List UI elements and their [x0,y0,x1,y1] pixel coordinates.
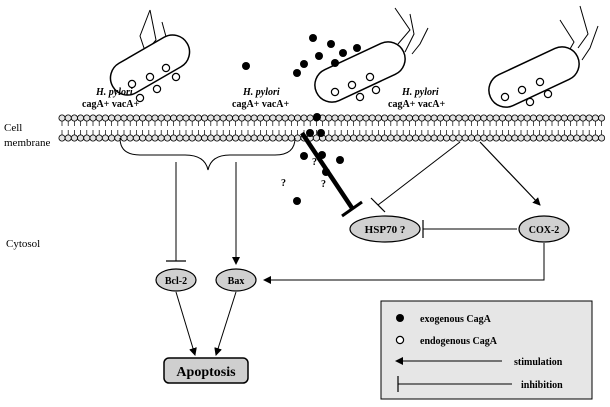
unknown-mark-3: ? [321,179,326,190]
unknown-mark-1: ? [312,157,317,168]
cox2-node-shape [518,215,570,243]
apoptosis-box [163,357,249,384]
bacterium-3-strain: cagA+ vacA+ [388,99,446,110]
bacterium-2-species: H. pylori [242,87,280,98]
unknown-mark-2: ? [281,178,286,189]
bax-to-apoptosis [214,291,237,356]
bacterium-2 [314,7,429,103]
cox2-node: COX-2 [518,215,570,243]
endogenous-marker-icon [395,335,405,345]
cell-membrane-bilayer [58,114,606,142]
membrane-bracket [119,137,296,171]
exogenous-caga-cluster [242,34,361,205]
cox2-label: COX-2 [529,225,560,236]
bacterium3-to-cox2-stimulation [479,141,541,206]
legend-inhibition-label: inhibition [521,380,563,391]
bcl2-to-apoptosis [175,291,197,356]
bacterium-3-species: H. pylori [401,87,439,98]
bax-label: Bax [228,276,245,287]
hsp70-node-shape [349,215,421,243]
bacterium-3 [488,5,599,108]
hsp70-label: HSP70 ? [365,224,406,236]
legend-endogenous-label: endogenous CagA [420,336,498,347]
legend: exogenous CagA endogenous CagA stimulati… [380,300,593,400]
bax-node: Bax [215,268,257,292]
cytosol-label: Cytosol [6,238,40,250]
bacterium-1-species: H. pylori [95,87,133,98]
apoptosis-node: Apoptosis [163,357,249,384]
membrane-label: membrane [4,137,51,149]
bcl2-label: Bcl-2 [165,276,187,287]
bacterium3-to-hsp70-inhibition [377,141,461,206]
legend-box [380,300,593,400]
bacterium-1-strain: cagA+ vacA+ [82,99,140,110]
bacterium-2-strain: cagA+ vacA+ [232,99,290,110]
bcl2-node-shape [155,268,197,292]
exogenous-marker-icon [396,314,404,322]
apoptosis-label: Apoptosis [176,365,236,380]
cell-label: Cell [4,122,22,134]
hsp70-node: HSP70 ? [349,215,421,243]
exogenous-to-hsp70-inhibition [300,131,354,210]
bcl2-node: Bcl-2 [155,268,197,292]
legend-exogenous-label: exogenous CagA [420,314,492,325]
cox2-to-bax-stimulation [270,243,545,281]
bax-node-shape [215,268,257,292]
bacterium-1 [109,9,191,103]
legend-stimulation-label: stimulation [514,357,563,368]
